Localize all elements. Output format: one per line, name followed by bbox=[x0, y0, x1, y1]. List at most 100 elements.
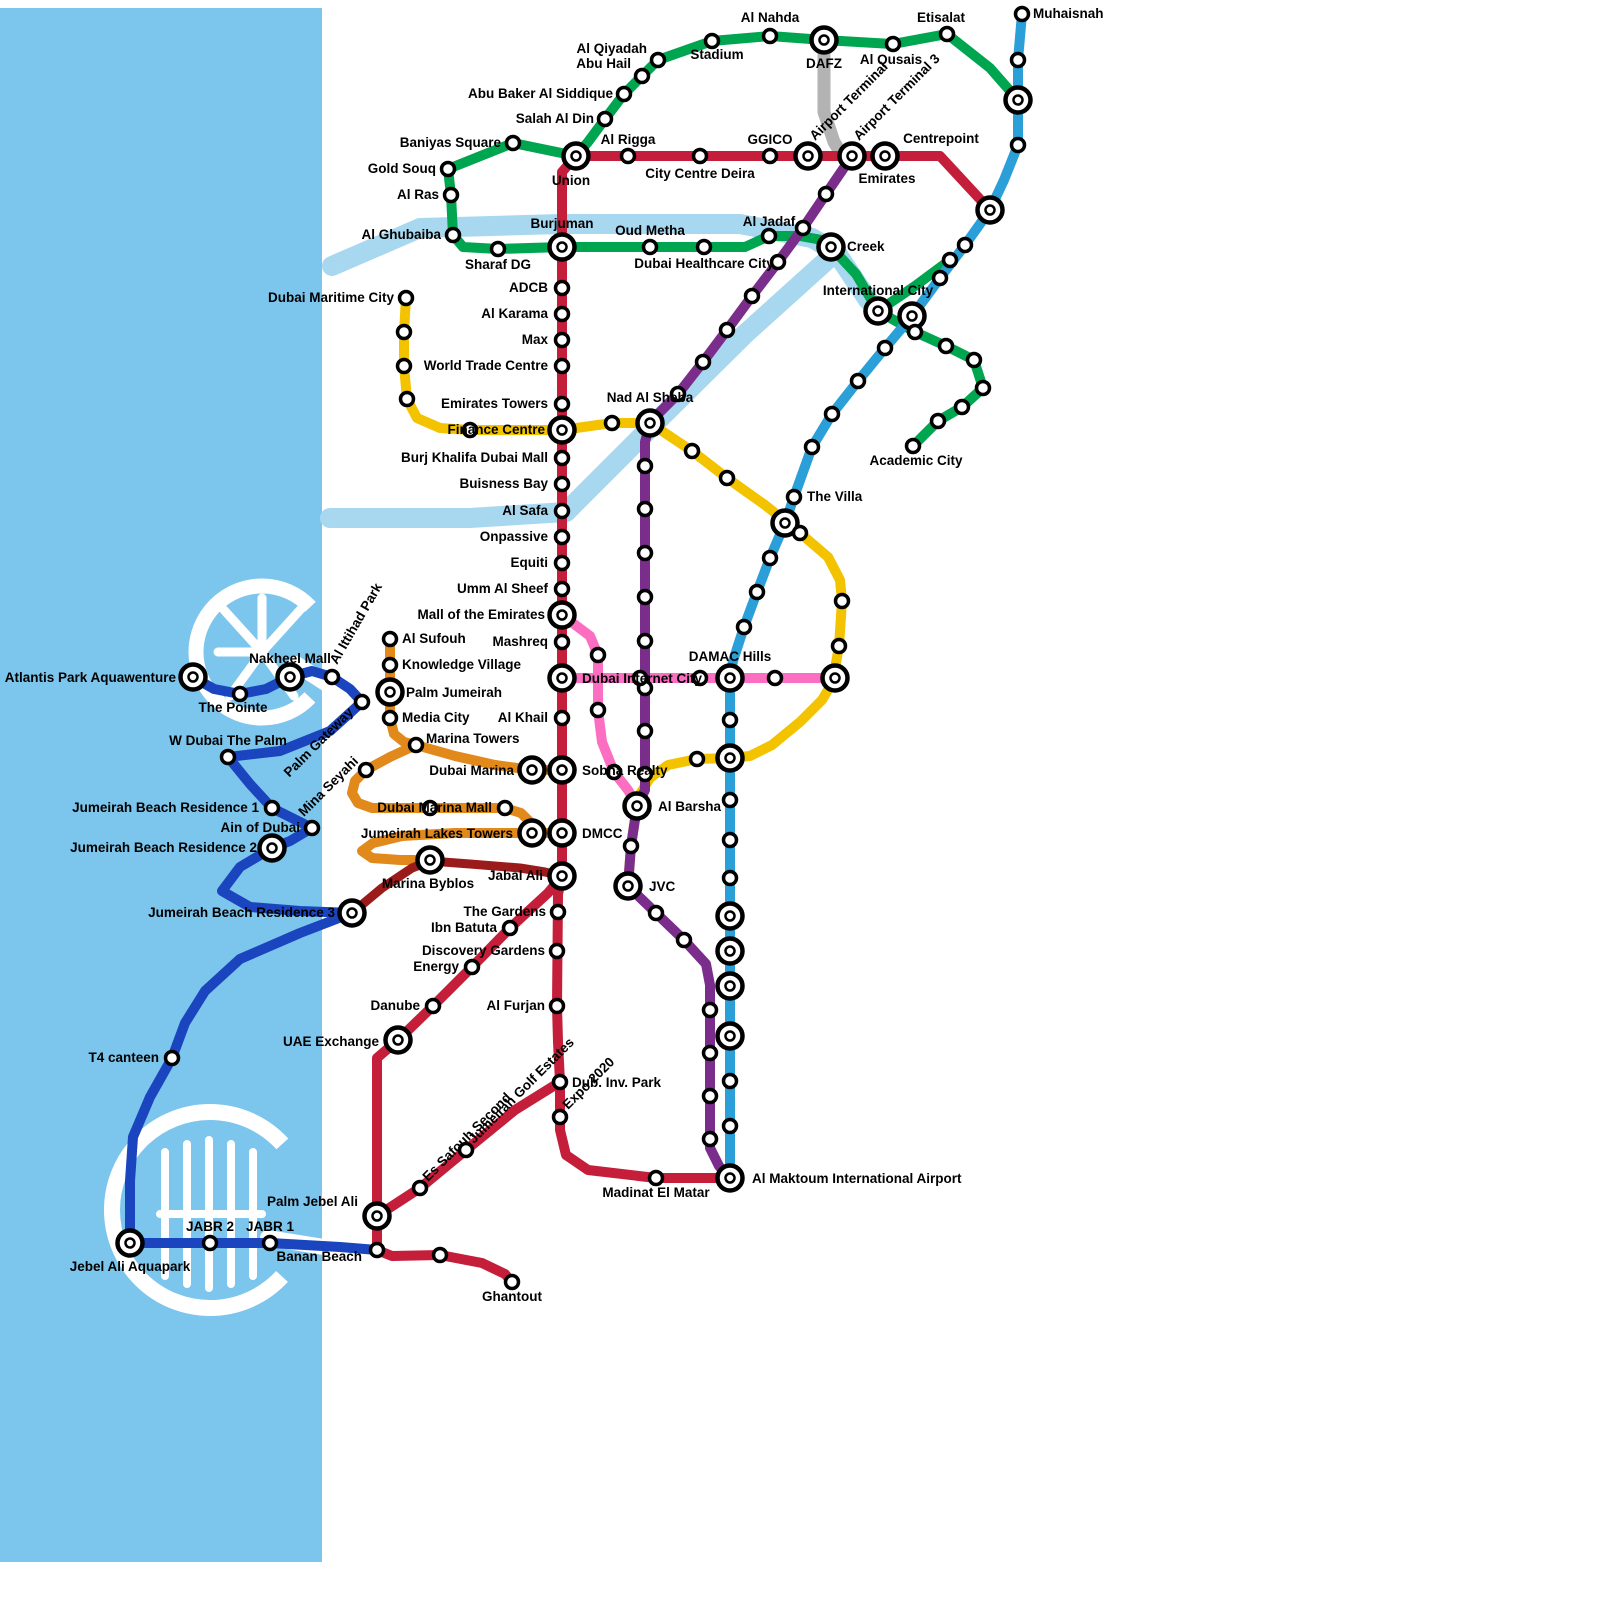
station-label-energy: Energy bbox=[413, 959, 459, 974]
station-label-palm-jumeirah: Palm Jumeirah bbox=[406, 685, 502, 700]
station-stop bbox=[683, 442, 701, 460]
station-madinat-el-matar bbox=[647, 1169, 665, 1187]
station-label-al-qiyadah: Al Qiyadah bbox=[576, 41, 647, 56]
station-stop bbox=[876, 339, 894, 357]
station-label-world-trade-centre: World Trade Centre bbox=[424, 358, 549, 373]
station-stop bbox=[721, 1072, 739, 1090]
station-union bbox=[561, 141, 591, 171]
line-orange-line-seg3 bbox=[357, 828, 537, 865]
station-jumeirah-lakes-towers bbox=[517, 818, 547, 848]
station-dubai-internet-city bbox=[547, 663, 577, 693]
station-label-al-ras: Al Ras bbox=[397, 187, 439, 202]
station-mall-of-the-emirates bbox=[547, 600, 577, 630]
station-stop bbox=[636, 500, 654, 518]
station-label-jabal-ali: Jabal Ali bbox=[488, 868, 543, 883]
station-stop bbox=[941, 251, 959, 269]
station-buisness-bay bbox=[553, 475, 571, 493]
station-label-uae-exchange: UAE Exchange bbox=[283, 1034, 380, 1049]
station-uae-exchange bbox=[383, 1025, 413, 1055]
station-al-furjan bbox=[548, 997, 566, 1015]
station-label-al-jadaf: Al Jadaf bbox=[743, 214, 796, 229]
station-stop bbox=[461, 421, 479, 439]
station-al-karama bbox=[553, 305, 571, 323]
station-stop bbox=[820, 663, 850, 693]
station-world-trade-centre bbox=[553, 357, 571, 375]
station-stop bbox=[647, 904, 665, 922]
station-stop bbox=[794, 219, 812, 237]
station-muhaisnah bbox=[1013, 5, 1031, 23]
station-marina-byblos bbox=[415, 845, 445, 875]
station-nakheel-mall bbox=[275, 662, 305, 692]
station-stop bbox=[636, 722, 654, 740]
station-stop bbox=[803, 438, 821, 456]
station-stop bbox=[715, 971, 745, 1001]
line-green-line-seg4 bbox=[873, 255, 955, 316]
station-stop bbox=[718, 469, 736, 487]
station-dubai-marina bbox=[517, 755, 547, 785]
station-label-al-nahda: Al Nahda bbox=[741, 10, 800, 25]
station-label-al-sufouh: Al Sufouh bbox=[402, 631, 466, 646]
station-al-qusais bbox=[884, 35, 902, 53]
line-purple-line-seg1 bbox=[623, 151, 857, 1183]
station-energy bbox=[463, 958, 481, 976]
station-dmcc bbox=[547, 818, 577, 848]
station-al-safa bbox=[553, 502, 571, 520]
station-jabr-2 bbox=[201, 1234, 219, 1252]
station-stop bbox=[636, 544, 654, 562]
station-emirates-towers bbox=[553, 395, 571, 413]
station-sobha-realty bbox=[547, 755, 577, 785]
station-label-ggico: GGICO bbox=[747, 132, 792, 147]
station-label-baniyas-square: Baniyas Square bbox=[400, 135, 502, 150]
station-stop bbox=[770, 508, 800, 538]
station-onpassive bbox=[553, 528, 571, 546]
station-stop bbox=[791, 524, 809, 542]
station-al-maktoum-international-airport bbox=[715, 1163, 745, 1193]
station-nad-al-sheba bbox=[635, 408, 665, 438]
station-label-academic-city: Academic City bbox=[869, 453, 963, 468]
station-stop bbox=[701, 1044, 719, 1062]
station-al-barsha bbox=[622, 791, 652, 821]
station-label-burjuman: Burjuman bbox=[530, 216, 593, 231]
station-ain-of-dubai bbox=[303, 819, 321, 837]
station-w-dubai-the-palm bbox=[219, 748, 237, 766]
station-es-safouh-second bbox=[411, 1179, 429, 1197]
station-al-rigga bbox=[619, 147, 637, 165]
station-stop bbox=[688, 750, 706, 768]
station-al-ras bbox=[442, 186, 460, 204]
station-ghantout bbox=[503, 1273, 521, 1291]
station-salah-al-din bbox=[596, 110, 614, 128]
station-danube bbox=[424, 997, 442, 1015]
station-label-stadium: Stadium bbox=[690, 47, 743, 62]
line-maroon-line-seg1 bbox=[347, 856, 567, 918]
station-adcb bbox=[553, 279, 571, 297]
station-baniyas-square bbox=[504, 134, 522, 152]
station-stop bbox=[636, 457, 654, 475]
station-label-onpassive: Onpassive bbox=[480, 529, 549, 544]
stations-layer bbox=[115, 5, 1033, 1291]
station-label-the-villa: The Villa bbox=[807, 489, 863, 504]
station-label-danube: Danube bbox=[370, 998, 420, 1013]
station-label-the-pointe: The Pointe bbox=[198, 700, 267, 715]
station-atlantis-park-aquawenture bbox=[178, 662, 208, 692]
station-stop bbox=[937, 337, 955, 355]
station-jumeirah-beach-residence-1 bbox=[263, 799, 281, 817]
line-yellow-line-seg1 bbox=[399, 293, 847, 891]
station-stop bbox=[833, 592, 851, 610]
station-stop bbox=[715, 901, 745, 931]
station-expo-2020 bbox=[551, 1108, 569, 1126]
station-stop bbox=[931, 269, 949, 287]
station-umm-al-sheef bbox=[553, 580, 571, 598]
station-label-al-khail: Al Khail bbox=[498, 710, 548, 725]
station-label-marina-byblos: Marina Byblos bbox=[382, 876, 474, 891]
station-stop bbox=[691, 669, 709, 687]
station-jabal-ali bbox=[547, 861, 577, 891]
station-label-the-gardens: The Gardens bbox=[463, 904, 546, 919]
station-stop bbox=[701, 1130, 719, 1148]
station-label-dubai-maritime-city: Dubai Maritime City bbox=[268, 290, 395, 305]
station-jebel-ali-aquapark bbox=[115, 1228, 145, 1258]
station-label-nad-al-sheba: Nad Al Sheba bbox=[607, 390, 694, 405]
station-damac-hills bbox=[715, 663, 745, 693]
station-palm-jebel-ali bbox=[362, 1201, 392, 1231]
station-stop bbox=[605, 763, 623, 781]
